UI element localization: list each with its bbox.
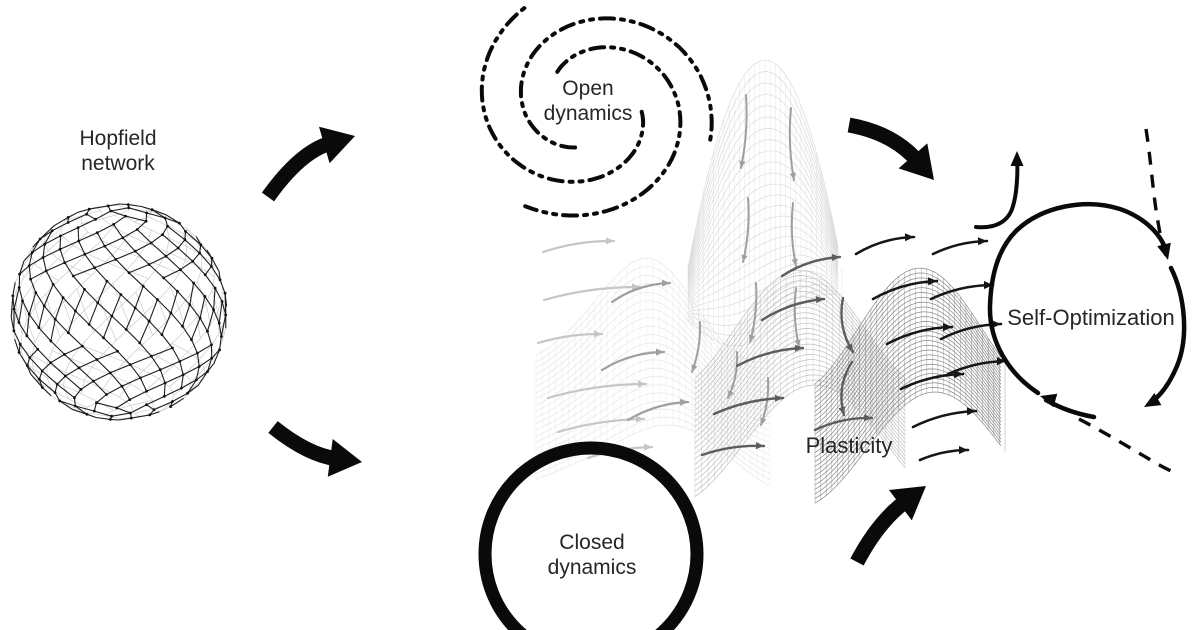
flow-arrows [536, 94, 1008, 462]
open-dynamics-spiral [479, 3, 714, 218]
label-self-optimization-text: Self-Optimization [1007, 305, 1175, 331]
self-optimization-loop [974, 128, 1187, 475]
label-plasticity: Plasticity [806, 433, 893, 459]
label-hopfield-line2: network [81, 152, 155, 175]
label-open-dynamics: Open dynamics [544, 77, 633, 127]
label-closed-line2: dynamics [547, 556, 637, 579]
label-self-optimization: Self-Optimization [1007, 305, 1175, 331]
label-hopfield-network: Hopfield network [79, 127, 156, 177]
label-plasticity-text: Plasticity [805, 433, 893, 459]
label-open-line2: dynamics [543, 102, 633, 125]
closed-dynamics-circle [478, 441, 704, 630]
hopfield-sphere [10, 203, 228, 421]
label-open-line1: Open [562, 77, 614, 101]
label-closed-line1: Closed [559, 531, 625, 555]
label-closed-dynamics: Closed dynamics [548, 531, 637, 581]
connector-arrows [261, 117, 934, 566]
label-hopfield-line1: Hopfield [79, 127, 157, 151]
